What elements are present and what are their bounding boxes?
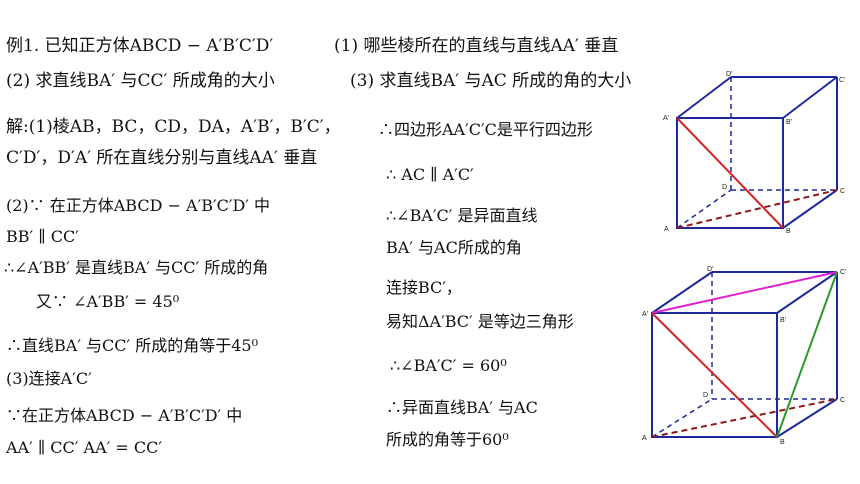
label-c1-bottom: C′ [840,269,847,276]
question-1: (1) 哪些棱所在的直线与直线AA′ 垂直 [334,36,619,56]
middle-line-3: ∴∠BA′C′ 是异面直线 [386,206,538,225]
label-d1-bottom: D′ [707,266,714,273]
middle-line-7: ∴∠BA′C′ = 60⁰ [390,356,507,375]
label-b: B [786,228,791,235]
middle-line-9: 所成的角等于60⁰ [386,430,509,449]
solution-line-5: ∴∠A′BB′ 是直线BA′ 与CC′ 所成的角 [4,258,269,277]
middle-line-5: 连接BC′， [386,278,462,297]
solution-line-8: (3)连接A′C′ [6,369,92,388]
label-c1: C′ [839,77,846,84]
question-2: (2) 求直线BA′ 与CC′ 所成角的大小 [6,71,275,91]
label-d-bottom: D [703,392,708,399]
middle-line-2: ∴ AC ∥ A′C′ [386,165,474,184]
solution-line-3: (2)∵ 在正方体ABCD − A′B′C′D′ 中 [6,196,271,215]
label-d1: D′ [726,71,733,78]
solution-line-4: BB′ ∥ CC′ [6,227,79,246]
label-b1: B′ [786,119,793,126]
solution-line-1: 解:(1)棱AB，BC，CD，DA，A′B′，B′C′， [6,117,341,137]
middle-line-4: BA′ 与AC所成的角 [386,238,522,257]
solution-line-6: 又∵ ∠A′BB′ = 45⁰ [36,292,180,311]
label-a1-bottom: A′ [642,311,649,318]
middle-line-8: ∴异面直线BA′ 与AC [386,398,538,417]
solution-line-9: ∵在正方体ABCD − A′B′C′D′ 中 [6,406,243,425]
label-c-bottom: C [840,397,845,404]
label-a-bottom: A [642,435,647,442]
solution-line-10: AA′ ∥ CC′ AA′ = CC′ [6,438,162,457]
middle-line-1: ∴四边形AA′C′C是平行四边形 [378,120,593,139]
cube-diagram-top: D′ C′ A′ B′ D C A B [663,71,846,235]
cube-diagram-bottom: D′ C′ A′ B′ D C A B [642,266,847,446]
question-3: (3) 求直线BA′ 与AC 所成的角的大小 [350,71,632,91]
label-a: A [664,226,669,233]
solution-line-2: C′D′，D′A′ 所在直线分别与直线AA′ 垂直 [6,148,318,168]
example-title: 例1. 已知正方体ABCD − A′B′C′D′ [6,36,274,56]
label-b1-bottom: B′ [780,317,787,324]
solution-line-7: ∴直线BA′ 与CC′ 所成的角等于45⁰ [6,336,259,355]
label-d: D [722,184,727,191]
label-b-bottom: B [780,439,785,446]
label-c: C [840,188,845,195]
label-a1: A′ [663,115,670,122]
middle-line-6: 易知ΔA′BC′ 是等边三角形 [386,312,574,331]
